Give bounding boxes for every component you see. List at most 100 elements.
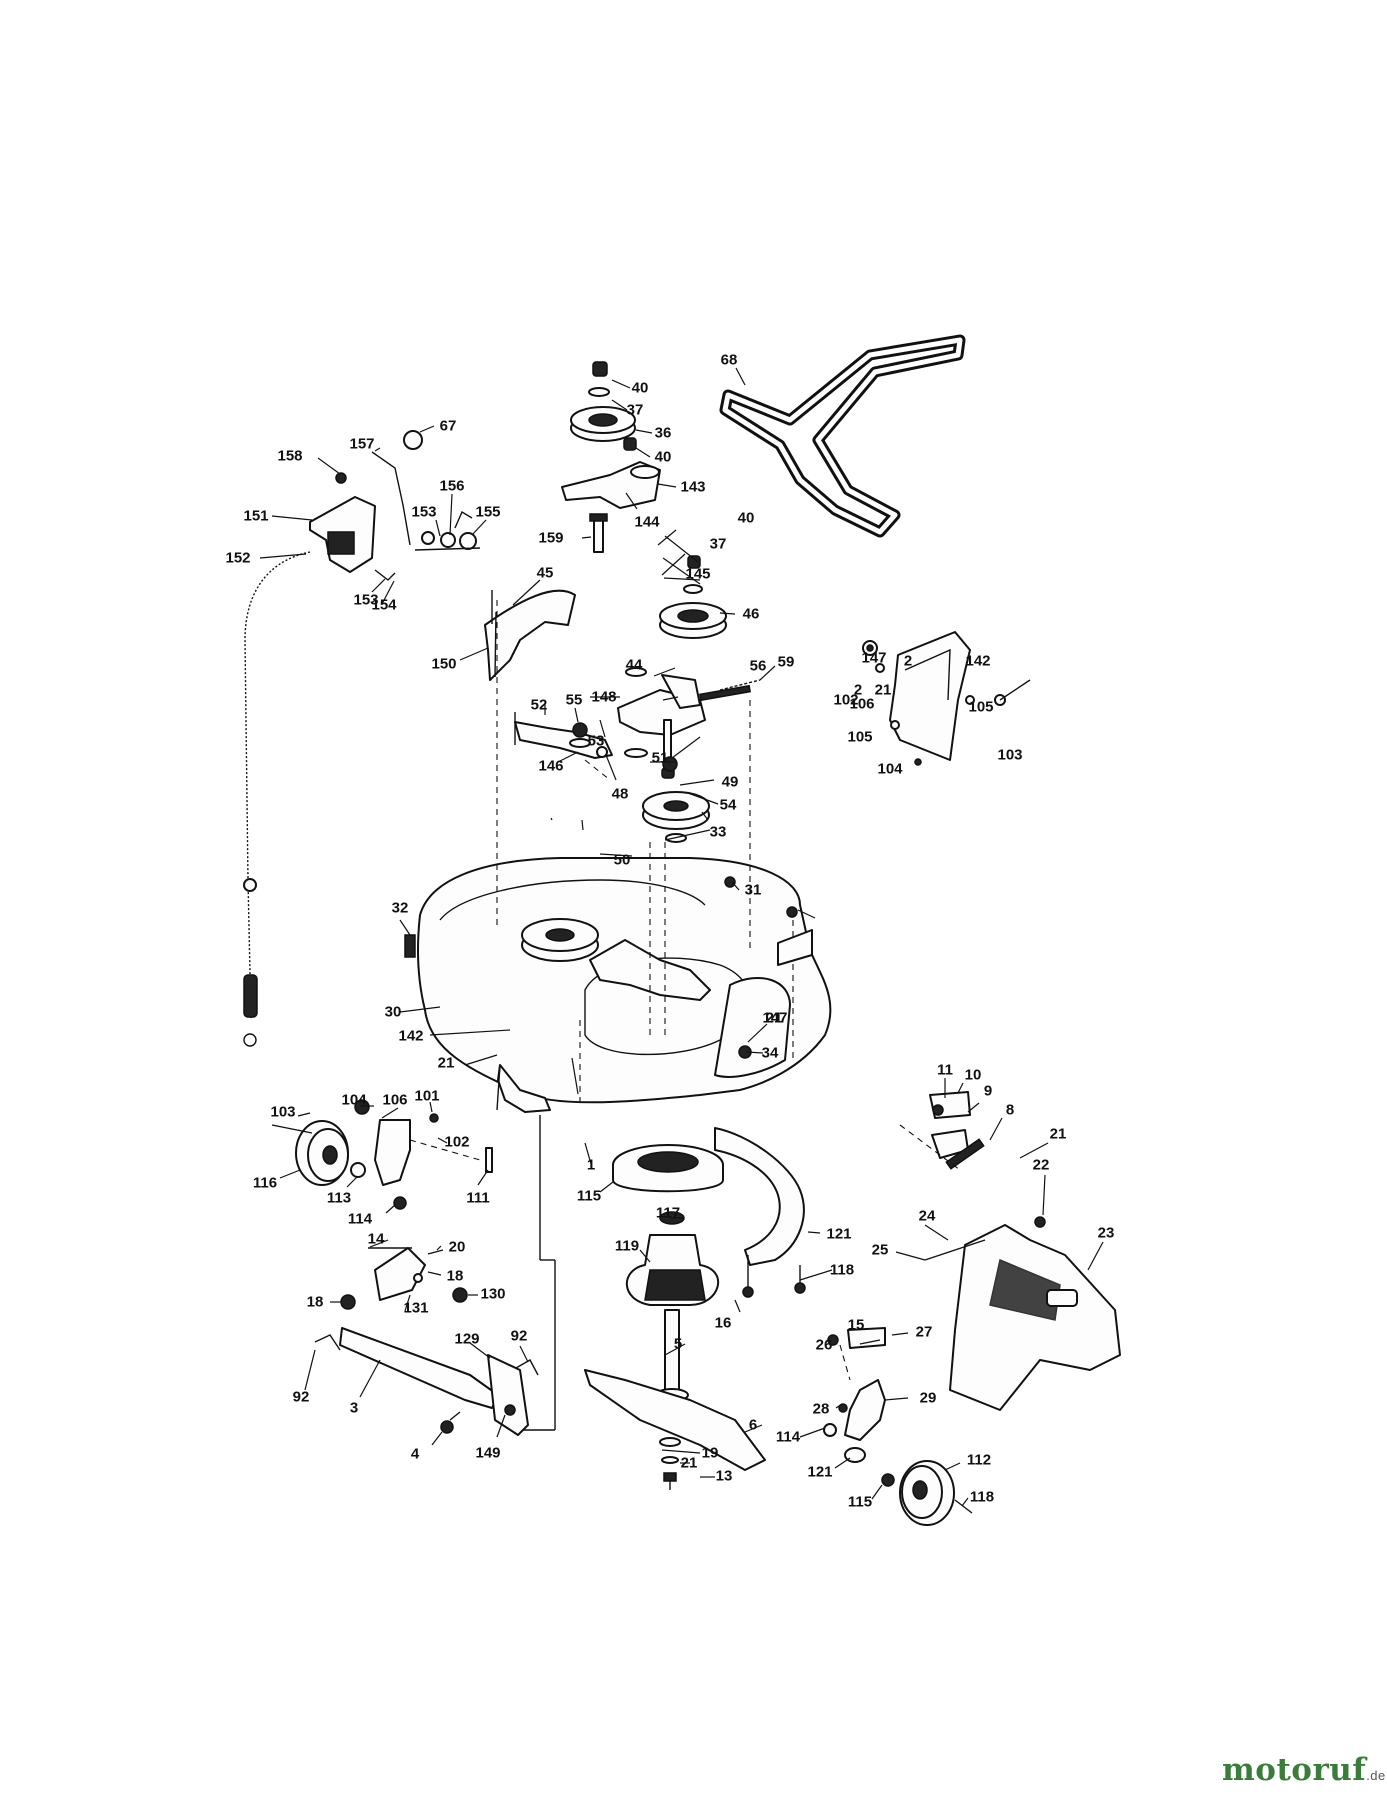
callout-part-21: 21: [438, 1055, 455, 1072]
callout-part-36: 36: [655, 425, 672, 442]
control-cable: [243, 551, 311, 1047]
callout-part-29: 29: [920, 1390, 937, 1407]
callout-part-103: 103: [997, 747, 1022, 764]
callout-part-115: 115: [577, 1188, 601, 1205]
callout-part-92: 92: [511, 1328, 528, 1345]
callout-part-103: 103: [270, 1104, 295, 1121]
callout-part-130: 130: [480, 1286, 505, 1303]
brake-arm-assembly: [514, 712, 613, 781]
callout-part-156: 156: [439, 478, 464, 495]
idler-arm-assembly: [617, 555, 761, 779]
callout-part-131: 131: [403, 1300, 428, 1317]
callout-part-144: 144: [634, 514, 660, 531]
belt-part-68: [719, 334, 966, 538]
callout-part-115: 115: [848, 1494, 872, 1511]
spindle-pulley-32: [642, 756, 710, 843]
callout-part-149: 149: [475, 1445, 500, 1462]
left-gauge-wheel-assembly: [271, 1099, 493, 1210]
callout-part-34: 34: [762, 1045, 779, 1062]
callout-part-121: 121: [826, 1226, 851, 1243]
motoruf-watermark: motoruf.de: [1222, 1752, 1386, 1788]
right-deck-bracket: [724, 876, 813, 1059]
callout-part-105: 105: [968, 699, 993, 716]
deck-housing: [404, 600, 832, 1105]
callout-part-31: 31: [745, 882, 762, 899]
callout-part-52: 52: [531, 697, 548, 714]
callout-part-147: 147: [861, 650, 886, 667]
callout-part-49: 49: [722, 774, 739, 791]
callout-part-28: 28: [813, 1401, 830, 1418]
callout-part-146: 146: [538, 758, 563, 775]
upper-idler-assembly: [561, 361, 661, 553]
callout-part-40: 40: [655, 449, 672, 466]
deflector-101: [862, 631, 1031, 766]
callout-part-22: 22: [1033, 1157, 1050, 1174]
callout-part-9: 9: [984, 1083, 992, 1100]
belt-guard-44: [484, 589, 576, 681]
lift-link-assembly: [314, 1247, 539, 1436]
callout-part-15: 15: [848, 1317, 865, 1334]
callout-part-40: 40: [738, 510, 755, 527]
callout-part-21: 21: [766, 1010, 783, 1027]
discharge-chute-27: [924, 1224, 1121, 1411]
callout-part-37: 37: [710, 536, 727, 553]
callout-part-148: 148: [591, 689, 616, 706]
callout-part-153: 153: [411, 504, 436, 521]
callout-part-44: 44: [626, 657, 643, 674]
watermark-brand: motoruf: [1222, 1752, 1367, 1788]
callout-part-118: 118: [970, 1489, 994, 1506]
callout-part-150: 150: [431, 656, 456, 673]
callout-part-30: 30: [385, 1004, 402, 1021]
callout-part-11: 11: [937, 1062, 953, 1079]
spindle-assembly: [612, 1144, 724, 1402]
leader-lines-lower: [279, 1078, 1104, 1507]
callout-part-33: 33: [710, 824, 727, 841]
callout-part-32: 32: [392, 900, 409, 917]
callout-part-142: 142: [965, 653, 990, 670]
callout-part-158: 158: [277, 448, 302, 465]
callout-part-104: 104: [341, 1092, 367, 1109]
callout-part-119: 119: [615, 1238, 639, 1255]
callout-part-8: 8: [1006, 1102, 1014, 1119]
callout-part-50: 50: [614, 852, 631, 869]
callout-part-26: 26: [816, 1337, 833, 1354]
callout-part-55: 55: [566, 692, 583, 709]
callout-part-25: 25: [872, 1242, 889, 1259]
callout-part-129: 129: [454, 1331, 479, 1348]
callout-part-18: 18: [307, 1294, 324, 1311]
callout-part-40: 40: [632, 380, 649, 397]
callout-part-106: 106: [849, 696, 874, 713]
right-gauge-wheel-assembly: [823, 1327, 973, 1526]
callout-part-152: 152: [225, 550, 250, 567]
callout-part-59: 59: [778, 654, 795, 671]
callout-part-104: 104: [877, 761, 903, 778]
callout-part-23: 23: [1098, 1225, 1115, 1242]
callout-part-114: 114: [348, 1211, 373, 1228]
callout-part-2: 2: [854, 682, 862, 699]
callout-part-46: 46: [743, 606, 760, 623]
callout-part-105: 105: [847, 729, 872, 746]
callout-part-106: 106: [382, 1092, 407, 1109]
blade-11: [584, 1369, 766, 1490]
callout-part-21: 21: [1050, 1126, 1067, 1143]
watermark-tld: .de: [1366, 1768, 1386, 1783]
callout-part-145: 145: [685, 566, 710, 583]
callout-part-37: 37: [627, 402, 644, 419]
callout-part-67: 67: [440, 418, 457, 435]
callout-part-27: 27: [916, 1324, 933, 1341]
callout-part-114: 114: [776, 1429, 801, 1446]
chute-hinge: [899, 1091, 1046, 1228]
callout-part-18: 18: [447, 1268, 464, 1285]
callout-part-142: 142: [398, 1028, 423, 1045]
callout-part-45: 45: [537, 565, 554, 582]
callout-part-48: 48: [612, 786, 629, 803]
callout-part-117: 117: [656, 1205, 680, 1222]
callout-part-102: 102: [833, 692, 858, 709]
callout-part-118: 118: [830, 1262, 854, 1279]
lift-control-bracket: [309, 430, 481, 581]
callout-part-102: 102: [444, 1134, 469, 1151]
callout-part-116: 116: [253, 1175, 277, 1192]
callout-part-157: 157: [349, 436, 374, 453]
